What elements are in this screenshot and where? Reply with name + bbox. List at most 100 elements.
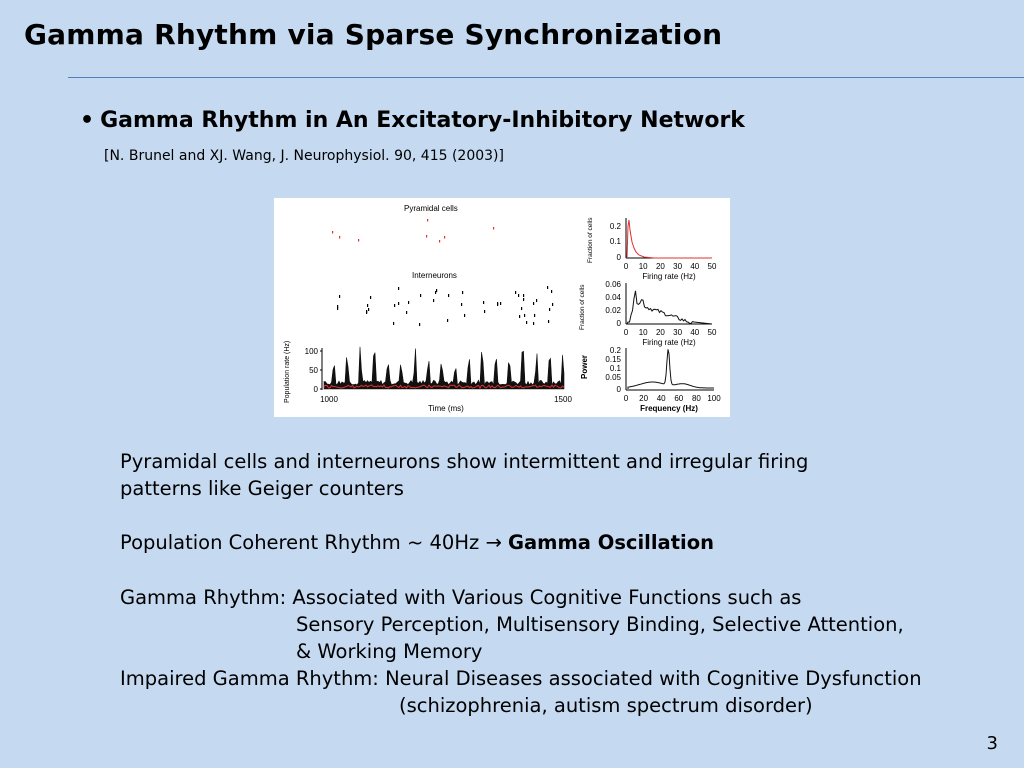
para4-line2: (schizophrenia, autism spectrum disorder… <box>399 694 813 717</box>
para3-line2: Sensory Perception, Multisensory Binding… <box>296 613 904 636</box>
h1-ytick-0.2: 0.2 <box>610 222 622 231</box>
interneuron-spike <box>339 295 341 298</box>
interneuron-spike <box>484 310 486 313</box>
para1-line2: patterns like Geiger counters <box>120 477 404 500</box>
pyramidal-spike <box>426 235 428 238</box>
interneuron-spike <box>523 298 525 301</box>
h2-xtick-30: 30 <box>673 328 682 337</box>
para3-line3: & Working Memory <box>296 640 483 663</box>
h1-xtick-30: 30 <box>673 262 682 271</box>
interneuron-spike <box>435 291 437 294</box>
interneuron-spike <box>461 303 463 306</box>
interneuron-spike <box>406 311 408 314</box>
p-ytick-0.2: 0.2 <box>610 346 622 355</box>
pyramidal-spike <box>427 219 429 222</box>
p-xtick-20: 20 <box>639 394 648 403</box>
h2-xlabel: Firing rate (Hz) <box>642 338 696 347</box>
interneuron-spike <box>523 294 525 297</box>
h2-ytick-0: 0 <box>617 319 622 328</box>
interneuron-spike <box>337 305 339 308</box>
h1-ytick-0.1: 0.1 <box>610 237 622 246</box>
power-curve <box>627 349 714 389</box>
power-xlabel: Frequency (Hz) <box>640 404 698 413</box>
h1-xtick-50: 50 <box>708 262 717 271</box>
paragraph-firing-patterns: Pyramidal cells and interneurons show in… <box>120 448 808 502</box>
p-xtick-80: 80 <box>692 394 701 403</box>
h1-ylabel: Fraction of cells <box>587 217 594 263</box>
bullet-heading-text: Gamma Rhythm in An Excitatory-Inhibitory… <box>100 108 745 133</box>
interneuron-spike <box>436 289 438 292</box>
bullet-heading: •Gamma Rhythm in An Excitatory-Inhibitor… <box>80 108 745 133</box>
pyramidal-cells-label: Pyramidal cells <box>404 204 458 213</box>
interneuron-spike <box>515 291 517 294</box>
para2-prefix: Population Coherent Rhythm ~ 40Hz <box>120 531 480 554</box>
interneuron-spike <box>483 301 485 304</box>
interneuron-spike <box>367 304 369 307</box>
paragraph-coherent-rhythm: Population Coherent Rhythm ~ 40Hz → Gamm… <box>120 529 714 556</box>
interneuron-spike <box>518 294 520 297</box>
interneuron-spike <box>433 299 435 302</box>
interneuron-spike <box>366 311 368 314</box>
interneuron-spike <box>536 299 538 302</box>
interneuron-spike <box>547 286 549 289</box>
interneuron-spike <box>551 290 553 293</box>
p-xtick-60: 60 <box>674 394 683 403</box>
h2-xtick-10: 10 <box>639 328 648 337</box>
title-divider <box>68 77 1024 78</box>
interneuron-spike <box>370 296 372 299</box>
pop-xtick-1500: 1500 <box>554 395 572 404</box>
interneuron-spike <box>549 308 551 311</box>
h2-ytick-0.06: 0.06 <box>605 280 621 289</box>
pyramidal-spike <box>332 231 334 234</box>
h1-red-curve <box>626 219 712 259</box>
h1-xtick-20: 20 <box>656 262 665 271</box>
interneuron-spike <box>464 314 466 317</box>
pop-xlabel: Time (ms) <box>428 404 464 413</box>
pop-ylabel: Population rate (Hz) <box>284 341 291 403</box>
p-ytick-0.1: 0.1 <box>610 364 622 373</box>
interneuron-spike <box>524 314 526 317</box>
pyramidal-spike <box>358 239 360 242</box>
p-ytick-0: 0 <box>617 385 622 394</box>
h2-xtick-0: 0 <box>624 328 629 337</box>
interneuron-spike <box>526 321 528 324</box>
population-rate-panel: 100 50 0 Population rate (Hz) 1000 1500 … <box>284 341 572 413</box>
pop-xtick-1000: 1000 <box>320 395 338 404</box>
pop-ytick-50: 50 <box>309 366 318 375</box>
interneuron-spike <box>394 304 396 307</box>
population-rate-red-trace <box>323 384 565 389</box>
h2-black-curve <box>626 290 713 325</box>
interneuron-spike <box>398 302 400 305</box>
interneuron-spike <box>552 303 554 306</box>
pyramidal-spike <box>493 227 495 230</box>
pyramidal-raster <box>332 219 495 243</box>
h1-xtick-10: 10 <box>639 262 648 271</box>
interneuron-spike <box>534 314 536 317</box>
h2-ylabel: Fraction of cells <box>579 284 586 330</box>
h2-xtick-40: 40 <box>690 328 699 337</box>
interneuron-spike <box>420 294 422 297</box>
pop-ytick-0: 0 <box>314 385 319 394</box>
brunel-wang-figure: Pyramidal cells Interneurons 100 50 0 Po… <box>274 198 730 417</box>
reference-citation: [N. Brunel and XJ. Wang, J. Neurophysiol… <box>104 148 504 164</box>
power-ylabel: Power <box>580 355 589 379</box>
interneuron-raster <box>337 286 554 326</box>
interneuron-spike <box>448 294 450 297</box>
paragraph-cognitive-functions: Gamma Rhythm: Associated with Various Co… <box>120 584 922 719</box>
slide-title: Gamma Rhythm via Sparse Synchronization <box>24 18 723 51</box>
interneuron-spike <box>419 323 421 326</box>
interneuron-spike <box>519 315 521 318</box>
interneuron-spike <box>500 302 502 305</box>
interneuron-spike <box>533 302 535 305</box>
interneuron-spike <box>393 322 395 325</box>
h1-xtick-40: 40 <box>690 262 699 271</box>
interneuron-spike <box>548 320 550 323</box>
p-xtick-40: 40 <box>657 394 666 403</box>
para4-line1: Impaired Gamma Rhythm: Neural Diseases a… <box>120 667 922 690</box>
h2-ytick-0.04: 0.04 <box>605 293 621 302</box>
interneurons-label: Interneurons <box>412 271 457 280</box>
arrow-icon: → <box>485 531 502 554</box>
